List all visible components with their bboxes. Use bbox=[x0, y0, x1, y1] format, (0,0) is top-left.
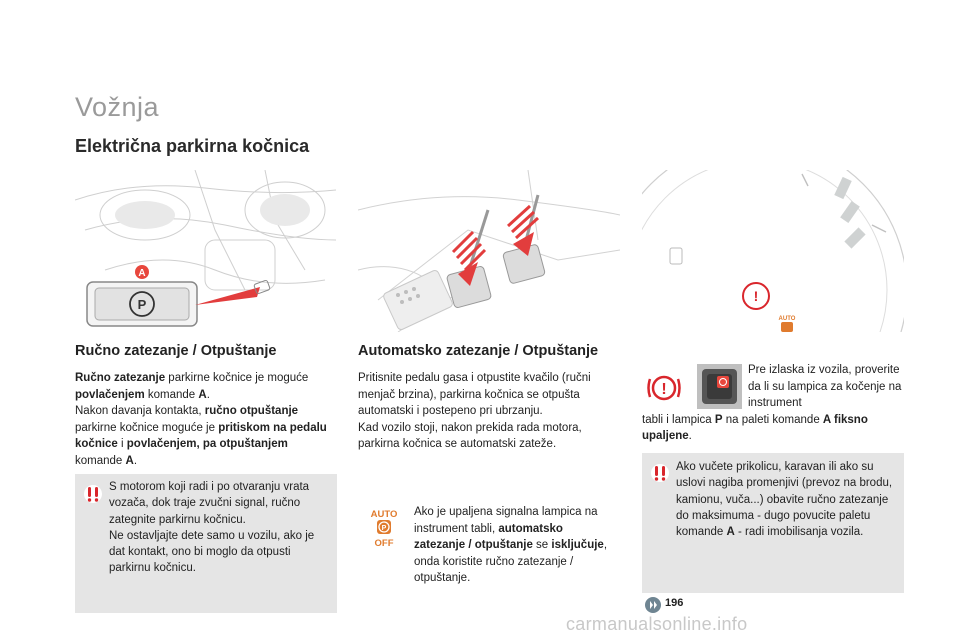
parking-brake-switch-icon bbox=[697, 364, 742, 409]
section-title: Električna parkirna kočnica bbox=[75, 136, 310, 156]
page-number: 196 bbox=[665, 597, 684, 609]
lever-callout-a: A bbox=[138, 268, 145, 279]
manual-paragraph-1: Ručno zatezanje parkirne kočnice je mogu… bbox=[75, 372, 309, 401]
parking-brake-lever-illustration: P A bbox=[75, 170, 336, 332]
warning-engine-text: S motorom koji radi i po otvaranju vrata… bbox=[109, 481, 310, 526]
lever-p-symbol: P bbox=[138, 297, 147, 312]
automatic-section: Automatsko zatezanje / Otpuštanje Pritis… bbox=[358, 343, 620, 453]
cluster-warning-symbol: ! bbox=[754, 288, 759, 304]
check-note-line-1: Pre izlaska iz vozila, proverite da li s… bbox=[748, 364, 902, 409]
warning-engine-text-2: Ne ostavljajte dete samo u vozilu, ako j… bbox=[109, 529, 315, 575]
warning-box-engine: S motorom koji radi i po otvaranju vrata… bbox=[75, 474, 337, 613]
brake-warning-led-icon: ! bbox=[647, 375, 681, 401]
chapter-title: Vožnja bbox=[75, 92, 160, 122]
manual-title: Ručno zatezanje / Otpuštanje bbox=[75, 343, 277, 359]
automatic-title: Automatsko zatezanje / Otpuštanje bbox=[358, 343, 599, 359]
warning-trailer-text: Ako vučete prikolicu, karavan ili ako su… bbox=[676, 461, 893, 539]
cluster-auto-label: AUTO bbox=[779, 316, 796, 322]
exclamation-warning-icon bbox=[651, 464, 669, 482]
manual-paragraph-2: Nakon davanja kontakta, ručno otpuštanje… bbox=[75, 405, 327, 467]
check-note-line-2: tabli i lampica P na paleti komande A fi… bbox=[642, 413, 868, 443]
svg-text:!: ! bbox=[661, 381, 666, 398]
pedals-illustration bbox=[358, 170, 620, 332]
automatic-text-1: Pritisnite pedalu gasa i otpustite kvači… bbox=[358, 372, 591, 417]
automatic-text-2: Kad vozilo stoji, nakon prekida rada mot… bbox=[358, 421, 582, 451]
svg-text:OFF: OFF bbox=[375, 538, 394, 549]
auto-off-icon: AUTO P OFF bbox=[371, 509, 398, 549]
auto-off-note: Ako je upaljena signalna lampica na inst… bbox=[414, 506, 608, 584]
exclamation-warning-icon bbox=[84, 485, 102, 503]
warning-box-trailer: Ako vučete prikolicu, karavan ili ako su… bbox=[642, 453, 904, 593]
svg-text:AUTO: AUTO bbox=[371, 509, 398, 520]
svg-text:P: P bbox=[382, 525, 387, 532]
watermark: carmanualsonline.info bbox=[566, 614, 748, 634]
instrument-cluster-illustration: ! AUTO bbox=[642, 170, 904, 332]
check-lamps-note: Pre izlaska iz vozila, proverite da li s… bbox=[642, 362, 904, 445]
page-link-icon[interactable] bbox=[645, 597, 661, 613]
manual-section: Ručno zatezanje / Otpuštanje Ručno zatez… bbox=[75, 343, 337, 469]
